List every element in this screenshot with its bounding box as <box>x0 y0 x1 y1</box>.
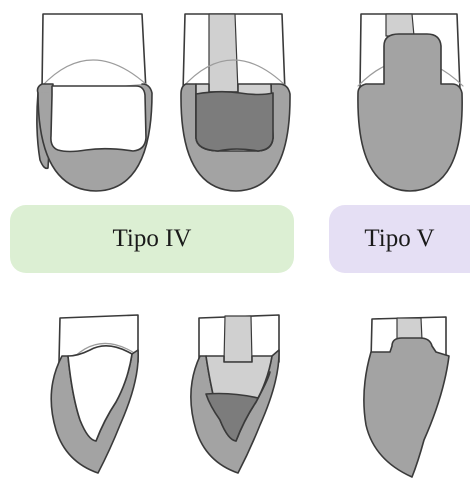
tooth-tipo-v-side <box>364 317 449 477</box>
tooth-tipo-iv-side-a <box>51 315 138 473</box>
tooth-tipo-iv-front-a <box>37 14 152 191</box>
tipo-iv-label: Tipo IV <box>113 225 192 253</box>
tipo-iv-label-box: Tipo IV <box>10 205 294 273</box>
tipo-v-label: Tipo V <box>364 225 434 253</box>
tooth-tipo-v-front <box>358 14 463 191</box>
tooth-tipo-iv-side-b <box>191 315 279 473</box>
tooth-tipo-iv-front-b <box>181 14 290 191</box>
tipo-v-label-box: Tipo V <box>329 205 470 273</box>
